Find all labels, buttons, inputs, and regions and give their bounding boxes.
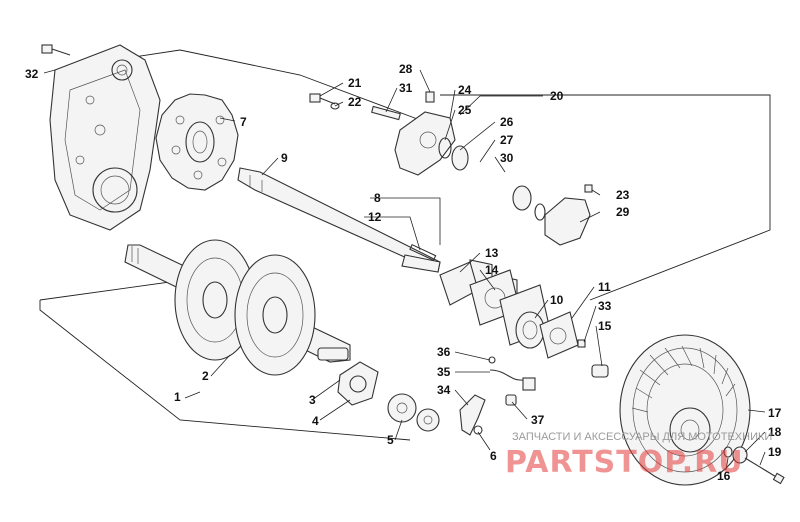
seal-25 bbox=[438, 137, 452, 159]
callout-26: 26 bbox=[500, 115, 514, 129]
callout-10: 10 bbox=[550, 293, 564, 307]
callout-30: 30 bbox=[500, 151, 514, 165]
piston-26 bbox=[451, 145, 469, 171]
callout-28: 28 bbox=[399, 62, 413, 76]
gasket-13 bbox=[439, 261, 479, 306]
callout-4: 4 bbox=[312, 414, 319, 428]
callout-2: 2 bbox=[202, 369, 209, 383]
speed-sensor-assembly bbox=[459, 356, 536, 436]
bearing-housing-assembly bbox=[439, 261, 609, 378]
washer-16 bbox=[723, 446, 733, 458]
brake-disc-7 bbox=[155, 93, 239, 191]
bearing-10 bbox=[515, 311, 545, 349]
caliper-body-24 bbox=[394, 111, 456, 176]
callout-1: 1 bbox=[174, 390, 181, 404]
bolt-21 bbox=[309, 93, 336, 105]
callout-37: 37 bbox=[531, 413, 545, 427]
watermark-tagline: ЗАПЧАСТИ И АКСЕССУАРЫ ДЛЯ МОТОТЕХНИКИ bbox=[512, 431, 772, 443]
jackshaft bbox=[237, 167, 441, 273]
callout-25: 25 bbox=[458, 103, 472, 117]
drive-shaft-assembly bbox=[124, 239, 351, 376]
callout-5: 5 bbox=[387, 433, 394, 447]
screw-23 bbox=[584, 184, 593, 193]
callout-27: 27 bbox=[500, 133, 514, 147]
callout-31: 31 bbox=[399, 81, 413, 95]
callout-13: 13 bbox=[485, 246, 499, 260]
callout-3: 3 bbox=[309, 393, 316, 407]
washer-22 bbox=[330, 102, 340, 110]
callout-12: 12 bbox=[368, 210, 382, 224]
callout-20: 20 bbox=[550, 89, 564, 103]
callout-18: 18 bbox=[768, 425, 782, 439]
callout-16: 16 bbox=[717, 469, 731, 483]
drive-sprocket-right bbox=[234, 254, 316, 376]
callout-17: 17 bbox=[768, 406, 782, 420]
callout-24: 24 bbox=[458, 83, 472, 97]
washer-6 bbox=[473, 425, 483, 435]
callout-36: 36 bbox=[437, 345, 451, 359]
bolt-32 bbox=[41, 44, 71, 56]
callout-8: 8 bbox=[374, 191, 381, 205]
callout-11: 11 bbox=[598, 280, 611, 294]
leader-lines bbox=[43, 69, 766, 471]
callout-22: 22 bbox=[348, 95, 362, 109]
callout-29: 29 bbox=[616, 205, 630, 219]
drive-sprocket-left bbox=[174, 239, 256, 361]
callout-35: 35 bbox=[437, 365, 451, 379]
caliper-half-29 bbox=[544, 197, 591, 246]
pin-31 bbox=[371, 105, 401, 121]
callout-23: 23 bbox=[616, 188, 630, 202]
key-12 bbox=[409, 243, 437, 261]
bleeder-28 bbox=[425, 91, 435, 103]
callout-32: 32 bbox=[25, 67, 39, 81]
washer-18 bbox=[732, 446, 748, 464]
callout-15: 15 bbox=[598, 319, 612, 333]
callout-labels: 32 7 9 8 12 21 22 31 28 24 25 20 26 27 3… bbox=[25, 62, 782, 483]
watermark: ЗАПЧАСТИ И АКСЕССУАРЫ ДЛЯ МОТОТЕХНИКИ PA… bbox=[505, 431, 772, 480]
callout-33: 33 bbox=[598, 299, 612, 313]
callout-7: 7 bbox=[240, 115, 247, 129]
nut-37 bbox=[505, 394, 517, 406]
callout-9: 9 bbox=[281, 151, 288, 165]
sensor-wheel-5 bbox=[387, 393, 440, 432]
sensor-bracket-34 bbox=[459, 394, 486, 436]
driven-clutch-17 bbox=[619, 334, 751, 486]
callout-14: 14 bbox=[485, 263, 499, 277]
bolt-19 bbox=[744, 457, 779, 479]
callout-19: 19 bbox=[768, 445, 782, 459]
callout-34: 34 bbox=[437, 383, 451, 397]
bearing-flange-4 bbox=[337, 361, 379, 406]
watermark-logo: PARTSTOP.RU bbox=[505, 445, 744, 480]
clutch-hardware bbox=[723, 446, 785, 485]
nut-33 bbox=[577, 339, 586, 348]
callout-6: 6 bbox=[490, 449, 497, 463]
callout-21: 21 bbox=[348, 76, 362, 90]
spacer-15 bbox=[591, 364, 609, 378]
chaincase-housing bbox=[49, 44, 161, 231]
